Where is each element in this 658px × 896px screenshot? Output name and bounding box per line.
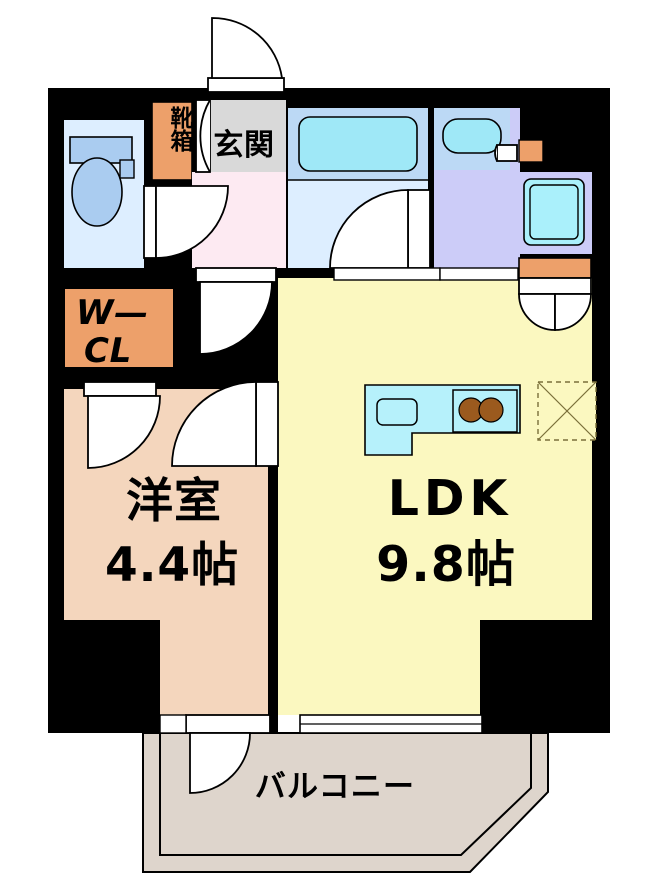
refrigerator-cross-b: [537, 381, 597, 441]
western-room-area: [64, 389, 268, 715]
ldk-name: LDK: [387, 470, 513, 527]
windows-group: [159, 267, 519, 734]
washing-machine-pan-inner: [529, 184, 579, 240]
entrance-inner-door-swing: [199, 99, 211, 173]
western-closet-door-panel: [83, 381, 157, 397]
western-room-area: 4.4帖: [104, 538, 240, 593]
balcony-door-west-panel: [185, 714, 271, 734]
western-room-name: 洋室: [126, 474, 222, 529]
walk-in-closet-label-bottom: CL: [84, 334, 170, 368]
washroom-door-panel: [496, 144, 518, 162]
front-door-swing: [211, 17, 284, 79]
bath-door-panel: [407, 189, 431, 269]
front-door-panel: [207, 77, 285, 93]
bath-south-opening: [333, 267, 441, 281]
western-room-window: [159, 714, 187, 734]
entrance-label: 玄関: [213, 128, 275, 163]
toilet-room-area: [64, 120, 144, 268]
wcl-c-letter: C: [84, 331, 110, 371]
entrance-tile-floor: [200, 100, 286, 172]
wcl-w-letter: W: [76, 293, 115, 333]
toilet-flush-lever: [119, 159, 135, 179]
wall-block-lower-left: [48, 620, 160, 733]
refrigerator-space: [537, 381, 597, 441]
ldk-closet-shelf: [518, 257, 592, 279]
vanity-sink-basin: [442, 118, 502, 154]
balcony-label: バルコニー: [254, 769, 416, 805]
stove-burner-right: [478, 397, 504, 423]
ldk-closet-door-swing-right: [554, 293, 592, 331]
bathtub: [298, 116, 418, 172]
bath-door-swing: [329, 189, 409, 269]
ldk-area: 9.8帖: [376, 536, 516, 593]
walk-in-closet-label-top: W—: [76, 296, 162, 330]
toilet-door-panel: [143, 185, 157, 259]
doors-group: [83, 17, 592, 794]
wcl-dash: —: [114, 293, 149, 333]
ldk-closet-door-panel: [518, 277, 592, 295]
kitchen-counter-group: [364, 384, 521, 456]
washroom-south-opening: [439, 267, 519, 281]
wcl-l-letter: L: [109, 331, 132, 371]
hall-ldk-door-swing: [199, 281, 273, 355]
western-room-door-panel: [255, 381, 279, 467]
balcony-door-west-swing: [189, 732, 251, 794]
shoe-box-label: 靴箱: [166, 106, 192, 152]
western-room-floor: [64, 389, 268, 715]
kitchen-sink: [376, 398, 418, 426]
walk-in-closet-fill: [63, 287, 175, 369]
hall-ldk-door-panel: [195, 267, 277, 283]
western-room-door-swing: [171, 381, 257, 467]
washroom-cabinet: [518, 139, 544, 163]
western-closet-door-swing: [87, 395, 161, 469]
washroom-door-swing: [494, 144, 498, 162]
toilet-bowl: [71, 157, 123, 227]
shoe-box-cabinet: [151, 101, 193, 181]
toilet-door-swing: [155, 185, 229, 259]
